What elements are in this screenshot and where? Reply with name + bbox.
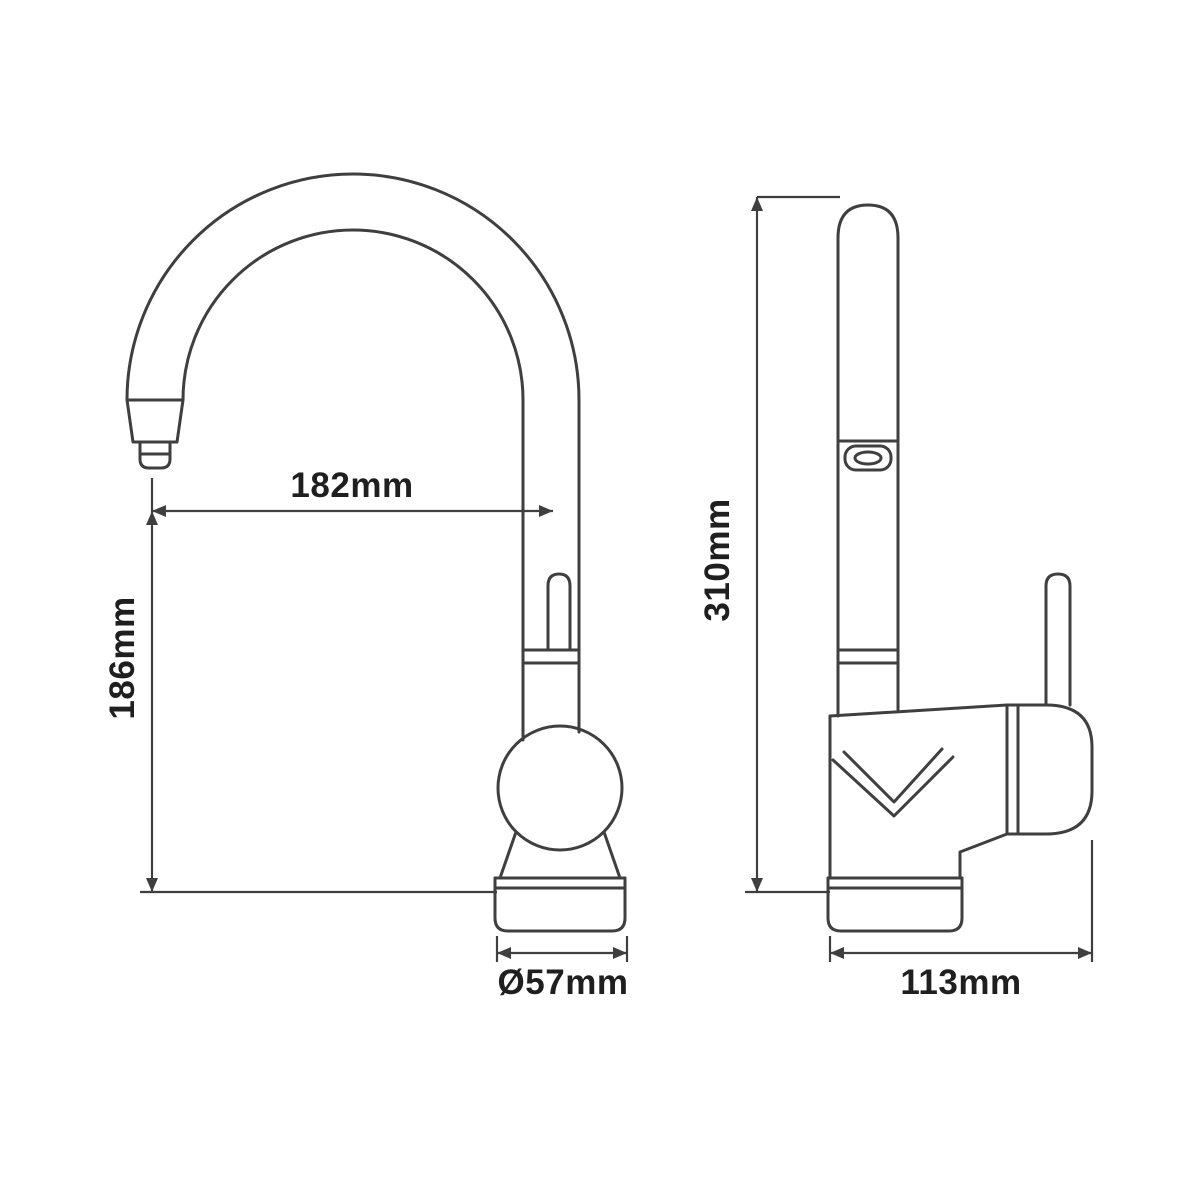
label-body-depth: 113mm xyxy=(900,963,1021,1002)
body-block-side xyxy=(828,703,1009,880)
base-flange-front xyxy=(493,876,627,933)
handle-lever-side xyxy=(1044,572,1072,707)
riser-column-front xyxy=(521,398,581,742)
body-joint-circle xyxy=(496,724,624,880)
dimension-height-to-spout xyxy=(140,511,497,894)
label-spout-reach: 182mm xyxy=(290,466,413,505)
gooseneck-spout-arc xyxy=(125,172,581,402)
dimension-body-depth xyxy=(828,840,1094,962)
base-flange-side xyxy=(826,876,964,933)
side-view xyxy=(826,203,1094,933)
label-total-height: 310mm xyxy=(698,498,737,621)
front-view xyxy=(125,172,627,933)
dimension-annotations xyxy=(140,195,1094,962)
dimension-base-diameter xyxy=(495,936,629,962)
spout-column-side xyxy=(836,203,900,718)
handle-cartridge-side xyxy=(1005,572,1094,836)
handle-lever-front xyxy=(546,572,572,652)
label-height-to-spout: 186mm xyxy=(103,596,142,719)
dimension-spout-reach xyxy=(150,478,553,517)
dimension-total-height xyxy=(745,195,840,894)
label-base-diameter: Ø57mm xyxy=(498,963,629,1002)
dimension-labels: 182mm 186mm 310mm Ø57mm 113mm xyxy=(103,466,1021,1002)
spout-head-aerator xyxy=(125,398,185,470)
aerator-detail xyxy=(843,444,893,472)
